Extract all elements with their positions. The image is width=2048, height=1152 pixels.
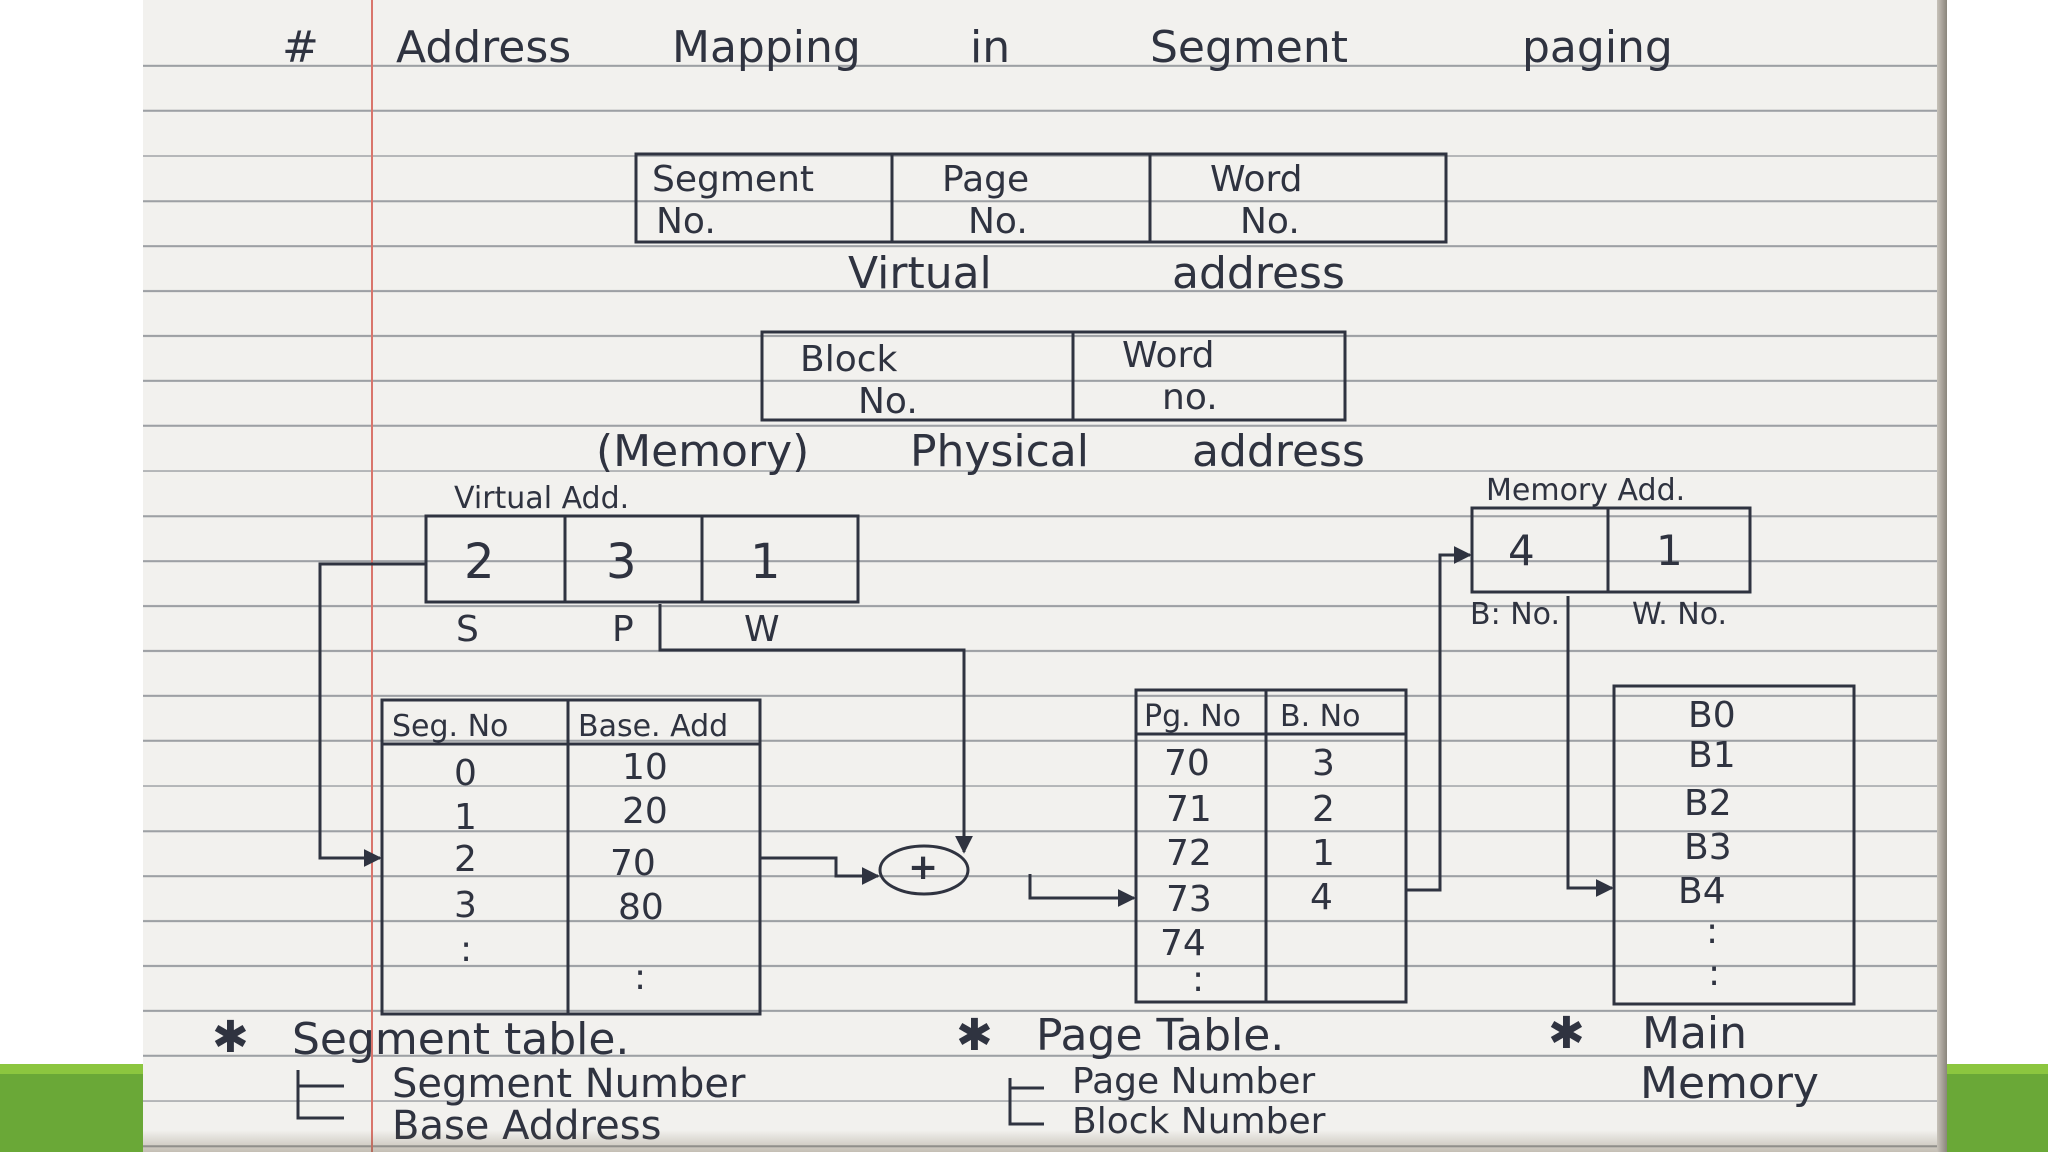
va-field-segment-line1: Segment: [652, 159, 814, 200]
segment-table-header-baseadd: Base. Add: [578, 709, 729, 744]
pa-caption-word-2: Physical: [910, 426, 1089, 477]
main-memory-block-4: B4: [1678, 871, 1726, 912]
main-memory-block-5: :: [1706, 911, 1719, 952]
main-memory-block-6: :: [1708, 953, 1721, 994]
virtual-add-label-p: P: [612, 609, 634, 650]
segment-table-row-3-base: 80: [618, 887, 664, 928]
virtual-add-label-w: W: [744, 609, 780, 650]
main-memory-block-2: B2: [1684, 783, 1732, 824]
segment-table-row-2-base: 70: [610, 843, 656, 884]
virtual-add-value-s: 2: [464, 534, 495, 590]
title-word-3: in: [970, 22, 1011, 73]
page-note-2: Block Number: [1072, 1101, 1326, 1142]
virtual-add-value-p: 3: [606, 534, 637, 590]
photo-bottom-shadow: [143, 1130, 1937, 1152]
segment-table-row-0-segno: 0: [454, 753, 477, 794]
notebook-margin-line: [371, 0, 373, 1152]
page-note-1: Page Number: [1072, 1061, 1316, 1102]
main-memory-block-0: B0: [1688, 695, 1736, 736]
memory-add-value-block: 4: [1508, 526, 1535, 575]
page-table-row-1-bno: 2: [1312, 789, 1335, 830]
title-word-1: Address: [396, 22, 572, 73]
segment-table-header-segno: Seg. No: [392, 709, 509, 744]
page-table-header-bno: B. No: [1280, 699, 1361, 734]
memory-add-label-block: B: No.: [1470, 597, 1561, 632]
pa-field-block-line2: No.: [858, 381, 918, 422]
va-field-page-line2: No.: [968, 201, 1028, 242]
segment-table-row-1-segno: 1: [454, 797, 477, 838]
adder-circle: [878, 844, 970, 896]
right-accent-bar: [1937, 1064, 2048, 1152]
main-memory-caption-line1: Main: [1642, 1008, 1748, 1059]
physical-address-format-box: [760, 330, 1347, 422]
page-table-header-pgno: Pg. No: [1144, 699, 1242, 734]
memory-caption-star: ✱: [1548, 1008, 1585, 1059]
title-word-2: Mapping: [672, 22, 861, 73]
page-table-box: [1134, 688, 1408, 1004]
segment-caption-star: ✱: [212, 1012, 249, 1063]
pa-field-block-line1: Block: [800, 339, 898, 380]
memory-add-example-box: [1470, 506, 1752, 594]
page-table-row-4-pgno: 74: [1160, 923, 1206, 964]
virtual-add-value-w: 1: [750, 534, 781, 590]
page-table-caption: Page Table.: [1036, 1010, 1285, 1061]
page-table-row-3-bno: 4: [1310, 877, 1333, 918]
page-table-row-0-pgno: 70: [1164, 743, 1210, 784]
memory-add-label: Memory Add.: [1486, 473, 1686, 508]
segment-table-row-4-base: :: [634, 957, 647, 998]
memory-add-label-word: W. No.: [1632, 597, 1728, 632]
va-field-page-line1: Page: [942, 159, 1030, 200]
adder-symbol: +: [908, 847, 939, 888]
title-word-5: paging: [1522, 22, 1673, 73]
segment-table-row-1-base: 20: [622, 791, 668, 832]
notebook-photo: [143, 0, 1937, 1152]
pa-caption-word-1: (Memory): [596, 426, 810, 477]
segment-table-row-2-segno: 2: [454, 839, 477, 880]
main-memory-block-1: B1: [1688, 735, 1736, 776]
page-table-row-2-pgno: 72: [1166, 833, 1212, 874]
va-field-word-line2: No.: [1240, 201, 1300, 242]
page-caption-star: ✱: [956, 1010, 993, 1061]
page-table-row-1-pgno: 71: [1166, 789, 1212, 830]
va-field-word-line1: Word: [1210, 159, 1303, 200]
left-accent-bar: [0, 1064, 143, 1152]
virtual-add-label: Virtual Add.: [454, 481, 630, 516]
va-caption-word-2: address: [1172, 248, 1345, 299]
segment-table-row-4-segno: :: [460, 929, 473, 970]
main-memory-block-3: B3: [1684, 827, 1732, 868]
virtual-add-label-s: S: [456, 609, 479, 650]
page-table-row-5-pgno: :: [1192, 959, 1205, 1000]
memory-add-value-word: 1: [1656, 526, 1683, 575]
title-word-4: Segment: [1150, 22, 1348, 73]
main-memory-caption-line2: Memory: [1640, 1058, 1819, 1109]
va-field-segment-line2: No.: [656, 201, 716, 242]
segment-table-box: [380, 698, 762, 1016]
segment-table-row-3-segno: 3: [454, 885, 477, 926]
pa-caption-word-3: address: [1192, 426, 1365, 477]
pa-field-word-line2: no.: [1162, 377, 1218, 418]
pa-field-word-line1: Word: [1122, 335, 1215, 376]
segment-note-1: Segment Number: [392, 1061, 746, 1107]
page-table-row-3-pgno: 73: [1166, 879, 1212, 920]
va-caption-word-1: Virtual: [848, 248, 992, 299]
title-hash: #: [282, 22, 319, 73]
segment-table-row-0-base: 10: [622, 747, 668, 788]
virtual-address-format-box: [634, 152, 1448, 244]
page-table-row-2-bno: 1: [1312, 833, 1335, 874]
main-memory-box: [1612, 684, 1856, 1006]
segment-note-2: Base Address: [392, 1103, 662, 1149]
virtual-add-example-box: [424, 514, 860, 604]
page-table-row-0-bno: 3: [1312, 743, 1335, 784]
segment-table-caption: Segment table.: [292, 1014, 630, 1065]
notebook-page-edge: [1937, 0, 1947, 1152]
